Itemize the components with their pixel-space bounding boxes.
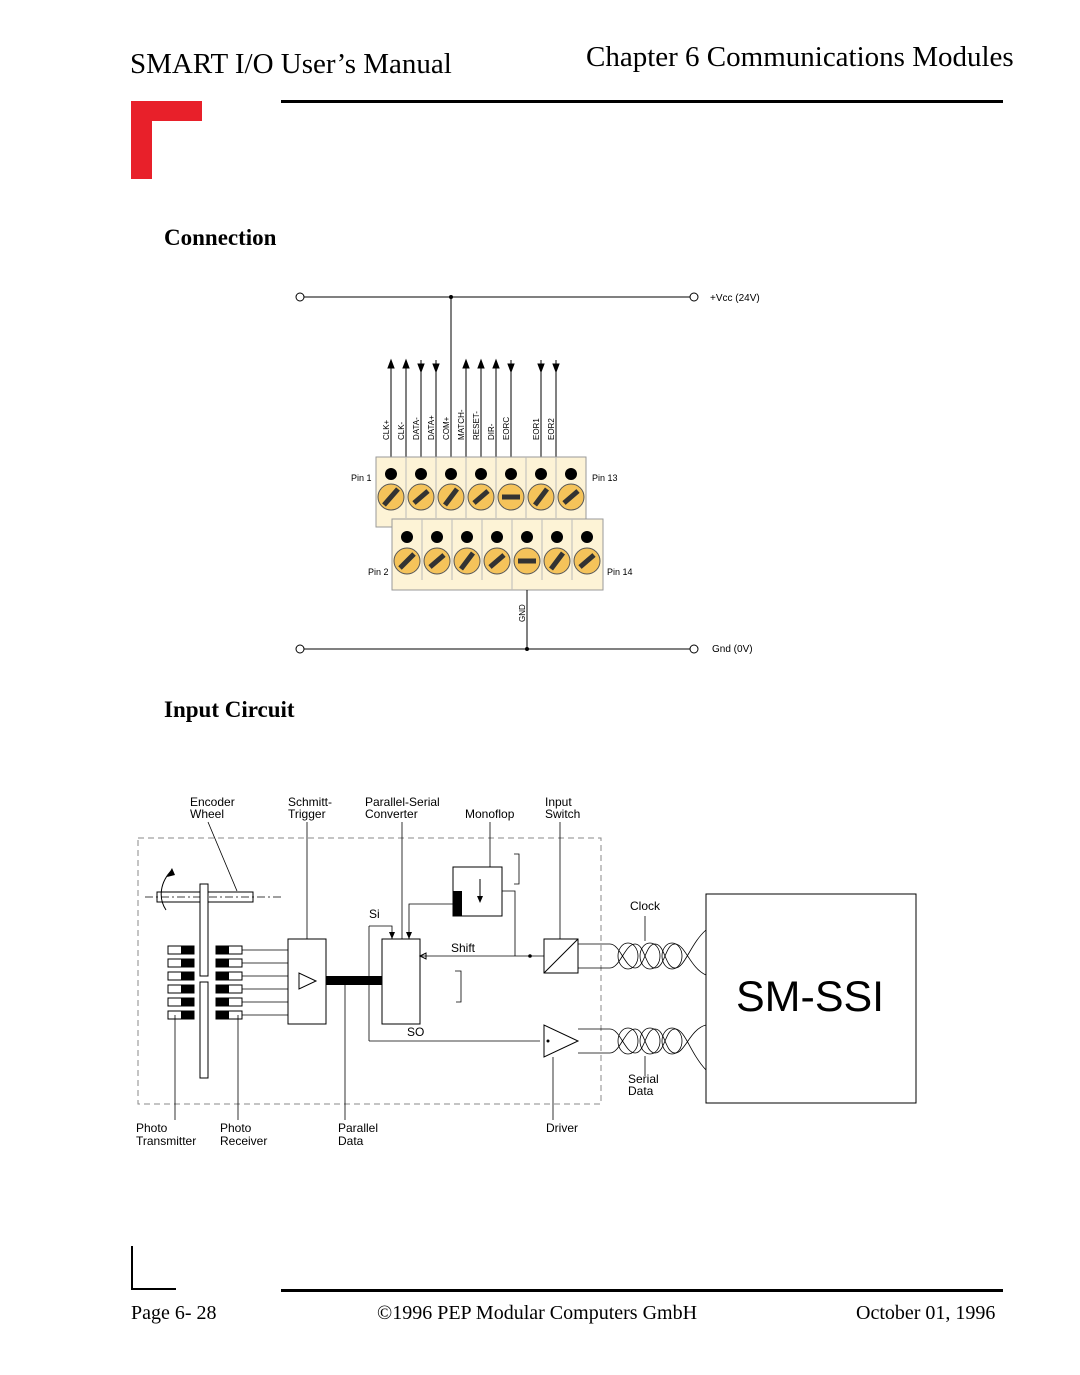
- encoder-wheel-label-2: Wheel: [190, 807, 224, 821]
- footer-rule: [281, 1289, 1003, 1292]
- photo-transmitter-label-2: Transmitter: [136, 1134, 196, 1148]
- signal-label: RESET-: [472, 411, 481, 440]
- photo-receiver-label: Photo: [220, 1121, 252, 1135]
- signal-label: EOR2: [547, 418, 556, 440]
- clock-label: Clock: [630, 899, 661, 913]
- footer-corner-mark: [131, 1246, 133, 1290]
- parallel-serial-label-2: Converter: [365, 807, 418, 821]
- pin13-label: Pin 13: [592, 473, 618, 483]
- photo-receiver-label-2: Receiver: [220, 1134, 267, 1148]
- parallel-data-label-2: Data: [338, 1134, 364, 1148]
- sm-ssi-module: [705, 893, 917, 1104]
- monoflop-label: Monoflop: [465, 807, 515, 821]
- red-corner-mark-vertical: [131, 101, 152, 179]
- shift-label: Shift: [451, 941, 476, 955]
- parallel-serial-block: [381, 938, 421, 1025]
- header-rule: [281, 100, 1003, 103]
- pin14-label: Pin 14: [607, 567, 633, 577]
- signal-label: EOR1: [532, 418, 541, 440]
- so-label: SO: [407, 1025, 424, 1039]
- input-switch-label: Input: [545, 795, 572, 809]
- vcc-label: +Vcc (24V): [710, 293, 760, 304]
- input-circuit-diagram: Encoder Wheel Schmitt- Trigger Parallel-…: [136, 795, 917, 1148]
- encoder-wheel-label: Encoder: [190, 795, 235, 809]
- signal-label: EORC: [502, 417, 511, 440]
- pin2-label: Pin 2: [368, 567, 389, 577]
- input-switch-label-2: Switch: [545, 807, 580, 821]
- pin1-label: Pin 1: [351, 473, 372, 483]
- schmitt-trigger-label: Schmitt-: [288, 795, 332, 809]
- serial-data-label: Serial: [628, 1072, 659, 1086]
- si-label: Si: [369, 907, 380, 921]
- serial-data-label-2: Data: [628, 1084, 654, 1098]
- driver-label: Driver: [546, 1121, 578, 1135]
- schmitt-trigger-label-2: Trigger: [288, 807, 326, 821]
- terminal-screws-lower: [393, 531, 601, 575]
- section-heading-input-circuit: Input Circuit: [164, 697, 295, 722]
- connection-diagram: +Vcc (24V) CLK+ CLK- DATA- DATA+ COM+ MA…: [295, 292, 760, 655]
- signal-label: CLK+: [382, 419, 391, 440]
- sm-ssi-label: SM-SSI: [736, 973, 884, 1021]
- signal-label: DATA+: [427, 415, 436, 440]
- section-heading-connection: Connection: [164, 225, 277, 250]
- photo-transmitter-label: Photo: [136, 1121, 168, 1135]
- chapter-title: Chapter 6 Communications Modules: [586, 41, 1014, 73]
- gnd-label: Gnd (0V): [712, 644, 753, 655]
- page-number: Page 6- 28: [131, 1302, 217, 1324]
- gnd-pin-label: GND: [518, 604, 527, 622]
- parallel-data-label: Parallel: [338, 1121, 378, 1135]
- parallel-serial-label: Parallel-Serial: [365, 795, 440, 809]
- signal-label: DIR-: [487, 423, 496, 440]
- signal-label: DATA-: [412, 417, 421, 440]
- driver-amp: [543, 1024, 580, 1058]
- footer-corner-mark-horizontal: [131, 1288, 176, 1290]
- terminal-screws-upper: [377, 468, 585, 511]
- footer-date: October 01, 1996: [856, 1302, 996, 1324]
- signal-label: COM+: [442, 416, 451, 440]
- copyright: ©1996 PEP Modular Computers GmbH: [377, 1302, 698, 1324]
- manual-title: SMART I/O User’s Manual: [130, 48, 452, 80]
- signal-label: MATCH-: [457, 409, 466, 440]
- encoder-wheel: [199, 883, 209, 977]
- signal-label: CLK-: [397, 421, 406, 440]
